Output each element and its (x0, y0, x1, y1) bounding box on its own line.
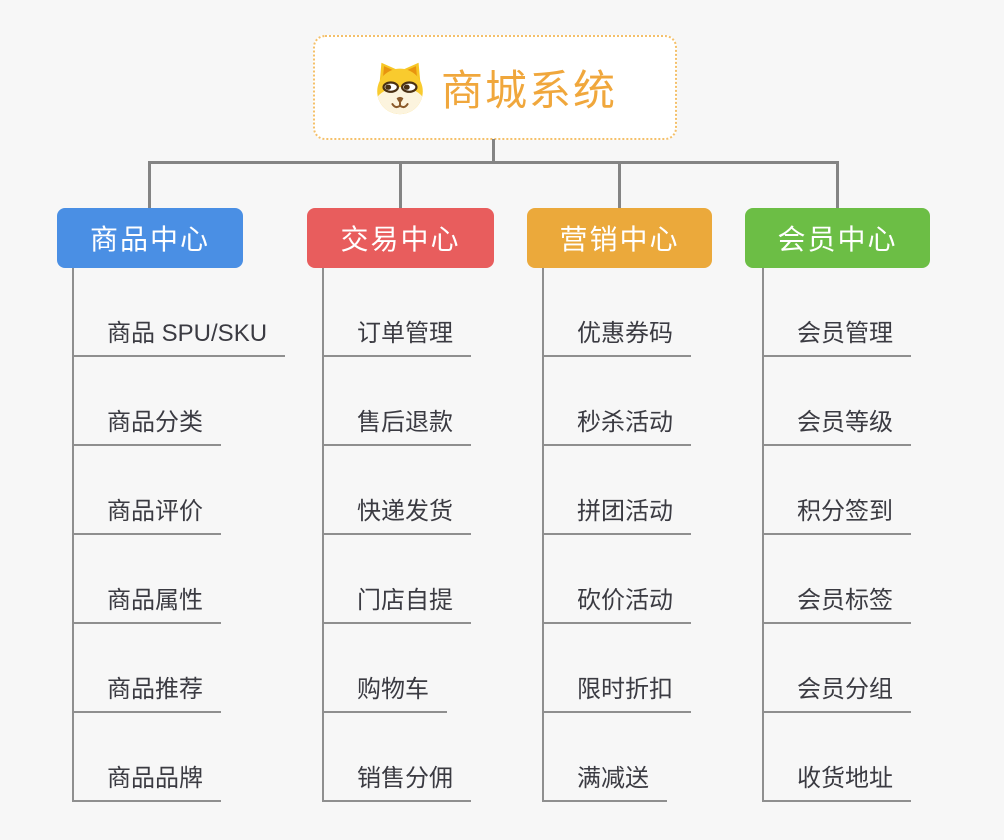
leaf-node[interactable]: 会员管理 (764, 268, 911, 357)
leaf-node[interactable]: 会员标签 (764, 535, 911, 624)
leaf-node[interactable]: 砍价活动 (544, 535, 691, 624)
branch-node-product-center[interactable]: 商品中心 (57, 208, 243, 268)
connector-drop-member (836, 161, 839, 209)
branch-column-marketing: 优惠券码 秒杀活动 拼团活动 砍价活动 限时折扣 满减送 (542, 268, 784, 802)
leaf-node[interactable]: 优惠券码 (544, 268, 691, 357)
leaf-node[interactable]: 会员等级 (764, 357, 911, 446)
connector-drop-product (148, 161, 151, 209)
leaf-node[interactable]: 商品品牌 (74, 713, 221, 802)
leaf-node[interactable]: 会员分组 (764, 624, 911, 713)
leaf-node[interactable]: 门店自提 (324, 535, 471, 624)
leaf-node[interactable]: 满减送 (544, 713, 667, 802)
root-node-mall-system[interactable]: 商城系统 (313, 35, 677, 140)
leaf-node[interactable]: 订单管理 (324, 268, 471, 357)
leaf-node[interactable]: 购物车 (324, 624, 447, 713)
leaf-node[interactable]: 售后退款 (324, 357, 471, 446)
leaf-node[interactable]: 商品分类 (74, 357, 221, 446)
root-node-label: 商城系统 (440, 67, 617, 114)
leaf-node[interactable]: 商品评价 (74, 446, 221, 535)
branch-column-trade: 订单管理 售后退款 快递发货 门店自提 购物车 销售分佣 (322, 268, 564, 802)
leaf-node[interactable]: 销售分佣 (324, 713, 471, 802)
dog-face-icon (377, 62, 423, 114)
branch-node-member-center[interactable]: 会员中心 (745, 208, 930, 268)
leaf-node[interactable]: 积分签到 (764, 446, 911, 535)
leaf-node[interactable]: 限时折扣 (544, 624, 691, 713)
leaf-node[interactable]: 拼团活动 (544, 446, 691, 535)
connector-root-stem (492, 139, 495, 163)
leaf-node[interactable]: 商品属性 (74, 535, 221, 624)
leaf-node[interactable]: 秒杀活动 (544, 357, 691, 446)
leaf-node[interactable]: 快递发货 (324, 446, 471, 535)
leaf-node[interactable]: 收货地址 (764, 713, 911, 802)
connector-drop-marketing (618, 161, 621, 209)
connector-horizontal-bar (148, 161, 839, 164)
branch-column-member: 会员管理 会员等级 积分签到 会员标签 会员分组 收货地址 (762, 268, 1004, 802)
leaf-node[interactable]: 商品推荐 (74, 624, 221, 713)
branch-column-product: 商品 SPU/SKU 商品分类 商品评价 商品属性 商品推荐 商品品牌 (72, 268, 314, 802)
leaf-node[interactable]: 商品 SPU/SKU (74, 268, 286, 357)
connector-drop-trade (399, 161, 402, 209)
branch-node-marketing-center[interactable]: 营销中心 (527, 208, 712, 268)
branch-node-trade-center[interactable]: 交易中心 (307, 208, 494, 268)
